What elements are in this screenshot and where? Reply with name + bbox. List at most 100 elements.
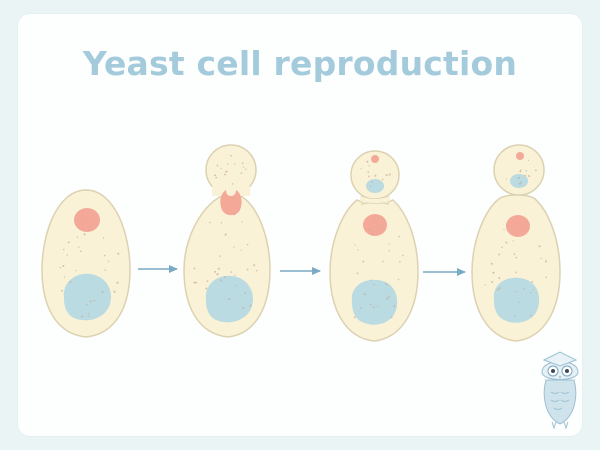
cytoplasm-speckle bbox=[506, 224, 508, 227]
cytoplasm-speckle bbox=[519, 170, 522, 173]
cytoplasm-speckle bbox=[228, 298, 231, 301]
cytoplasm-speckle bbox=[380, 225, 382, 228]
cytoplasm-speckle bbox=[393, 305, 396, 308]
cytoplasm-speckle bbox=[216, 164, 219, 167]
cytoplasm-speckle bbox=[545, 276, 548, 279]
cytoplasm-speckle bbox=[373, 306, 375, 309]
cytoplasm-speckle bbox=[78, 246, 80, 248]
cytoplasm-speckle bbox=[373, 283, 376, 286]
cytoplasm-speckle bbox=[527, 159, 530, 161]
cytoplasm-speckle bbox=[369, 185, 371, 187]
cytoplasm-speckle bbox=[233, 163, 236, 165]
cytoplasm-speckle bbox=[519, 181, 522, 184]
cytoplasm-speckle bbox=[215, 176, 218, 179]
cytoplasm-speckle bbox=[255, 269, 258, 272]
cytoplasm-speckle bbox=[75, 269, 77, 272]
speckles bbox=[484, 224, 548, 317]
cytoplasm-speckle bbox=[69, 280, 72, 283]
cytoplasm-speckle bbox=[87, 312, 90, 315]
cytoplasm-speckle bbox=[532, 288, 534, 291]
cytoplasm-speckle bbox=[360, 306, 362, 309]
cytoplasm-speckle bbox=[86, 303, 88, 306]
cytoplasm-speckle bbox=[382, 260, 384, 263]
cytoplasm-speckle bbox=[81, 315, 84, 318]
cytoplasm-speckle bbox=[515, 271, 517, 274]
cytoplasm-speckle bbox=[224, 173, 227, 176]
cytoplasm-speckle bbox=[373, 217, 376, 220]
cytoplasm-speckle bbox=[484, 284, 486, 286]
cytoplasm-speckle bbox=[240, 249, 242, 251]
cytoplasm-speckle bbox=[220, 222, 223, 224]
cytoplasm-speckle bbox=[368, 165, 370, 167]
cytoplasm-speckle bbox=[89, 300, 92, 303]
cytoplasm-speckle bbox=[503, 228, 505, 230]
cytoplasm-speckle bbox=[206, 280, 209, 282]
cytoplasm-speckle bbox=[386, 297, 389, 300]
cytoplasm-speckle bbox=[388, 173, 391, 176]
cytoplasm-speckle bbox=[227, 163, 229, 165]
cytoplasm-speckle bbox=[244, 168, 247, 170]
cytoplasm-speckle bbox=[233, 246, 235, 248]
cytoplasm-speckle bbox=[490, 262, 493, 265]
cytoplasm-speckle bbox=[104, 269, 106, 271]
speckles bbox=[59, 216, 120, 318]
vacuole bbox=[506, 215, 530, 237]
cytoplasm-speckle bbox=[530, 292, 532, 294]
stage-4-cell bbox=[471, 144, 561, 342]
cytoplasm-speckle bbox=[217, 268, 220, 270]
vacuole bbox=[220, 190, 242, 216]
speckles bbox=[214, 154, 247, 185]
nucleus bbox=[493, 277, 540, 323]
cytoplasm-speckle bbox=[193, 267, 196, 270]
daughter-bud-membrane bbox=[493, 144, 545, 196]
cytoplasm-speckle bbox=[360, 168, 362, 170]
cytoplasm-speckle bbox=[79, 250, 82, 253]
cytoplasm-speckle bbox=[524, 174, 527, 177]
cytoplasm-speckle bbox=[491, 280, 494, 284]
cytoplasm-speckle bbox=[387, 174, 389, 176]
cytoplasm-speckle bbox=[498, 277, 501, 280]
cytoplasm-speckle bbox=[62, 264, 65, 268]
stage-2-cell bbox=[183, 144, 271, 338]
bud-nucleus bbox=[366, 179, 384, 193]
cytoplasm-speckle bbox=[367, 175, 370, 178]
cytoplasm-speckle bbox=[117, 252, 120, 255]
cytoplasm-speckle bbox=[353, 316, 356, 319]
cytoplasm-speckle bbox=[372, 230, 374, 233]
cytoplasm-speckle bbox=[242, 166, 245, 168]
bud-nucleus bbox=[510, 174, 528, 188]
cytoplasm-speckle bbox=[195, 281, 198, 284]
cytoplasm-speckle bbox=[249, 304, 252, 307]
cytoplasm-speckle bbox=[240, 172, 243, 174]
cytoplasm-speckle bbox=[515, 256, 518, 259]
cytoplasm-speckle bbox=[205, 287, 208, 290]
stage-1-cell bbox=[41, 189, 131, 338]
cytoplasm-speckle bbox=[366, 160, 369, 163]
cytoplasm-speckle bbox=[102, 237, 105, 239]
cytoplasm-speckle bbox=[520, 169, 522, 171]
cytoplasm-speckle bbox=[76, 236, 79, 238]
cytoplasm-speckle bbox=[385, 174, 388, 176]
cytoplasm-speckle bbox=[397, 278, 400, 281]
cytoplasm-speckle bbox=[224, 233, 227, 236]
cytoplasm-speckle bbox=[230, 154, 232, 157]
cytoplasm-speckle bbox=[220, 167, 222, 170]
cytoplasm-speckle bbox=[505, 241, 508, 244]
cytoplasm-speckle bbox=[356, 272, 359, 275]
cytoplasm-speckle bbox=[531, 281, 534, 283]
cytoplasm-speckle bbox=[230, 271, 233, 273]
speckles bbox=[360, 160, 391, 187]
cytoplasm-speckle bbox=[216, 273, 219, 276]
cytoplasm-speckle bbox=[67, 241, 70, 244]
cytoplasm-speckle bbox=[534, 169, 537, 172]
cytoplasm-speckle bbox=[369, 303, 372, 306]
cytoplasm-speckle bbox=[101, 291, 104, 294]
cytoplasm-speckle bbox=[523, 288, 525, 290]
cytoplasm-speckle bbox=[357, 249, 359, 251]
cytoplasm-speckle bbox=[63, 248, 65, 251]
cytoplasm-speckle bbox=[501, 246, 503, 248]
cytoplasm-speckle bbox=[368, 228, 371, 231]
cytoplasm-speckle bbox=[209, 221, 211, 224]
cytoplasm-speckle bbox=[114, 291, 116, 294]
cytoplasm-speckle bbox=[492, 271, 495, 274]
